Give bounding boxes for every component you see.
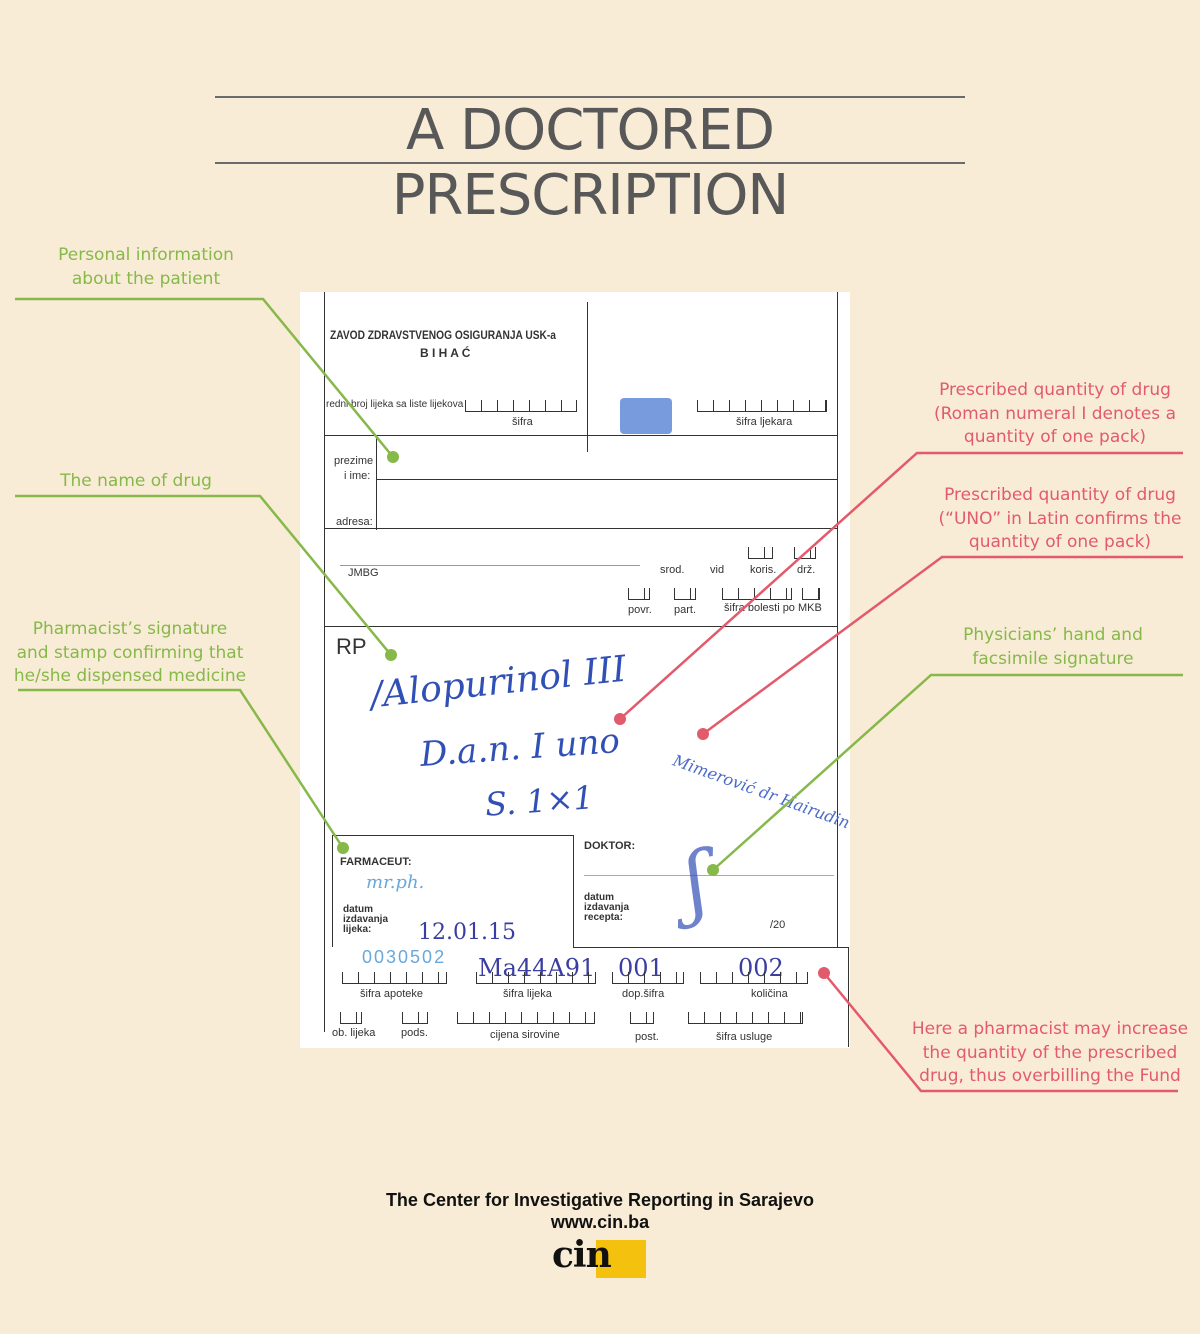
cin-logo: cin [552, 1234, 648, 1278]
callout-line-drug-name [15, 494, 392, 656]
callout-line-overbilling [823, 972, 1178, 1093]
form-label: DOKTOR: [584, 840, 636, 852]
form-label: povr. [628, 604, 652, 616]
form-label: šifra ljekara [736, 416, 793, 428]
callout-dot [337, 842, 349, 854]
form-label: post. [635, 1031, 659, 1043]
form-label: pods. [401, 1027, 428, 1039]
stamp-icon [620, 398, 672, 434]
rp-label: RP [336, 634, 367, 659]
footer-url[interactable]: www.cin.ba [550, 1212, 650, 1232]
form-label: JMBG [348, 567, 379, 579]
callout-line-patient [15, 297, 394, 458]
form-label: adresa: [336, 516, 373, 528]
form-label: cijena sirovine [490, 1029, 560, 1041]
form-label: prezime [334, 455, 374, 467]
annotation-roman-numeral: Prescribed quantity of drug(Roman numera… [934, 380, 1176, 447]
callout-line-pharmacist [18, 688, 345, 849]
annotation-drug-name: The name of drug [60, 471, 212, 491]
form-label: šifra usluge [716, 1031, 773, 1043]
footer-org: The Center for Investigative Reporting i… [385, 1190, 815, 1210]
footer: The Center for Investigative Reporting i… [0, 1189, 1200, 1233]
form-label: i ime: [344, 470, 371, 482]
form-label: šifra [512, 416, 533, 428]
form-label: drž. [797, 564, 816, 576]
form-label: dop.šifra [622, 988, 665, 1000]
form-label: FARMACEUT: [340, 856, 412, 868]
form-city: B I H A Ć [420, 346, 471, 360]
form-label: ob. lijeka [332, 1027, 376, 1039]
pharmacy-code: 0030502 [362, 947, 447, 967]
title-rule-bottom [215, 162, 965, 164]
form-label: količina [751, 988, 788, 1000]
callout-dot [385, 649, 397, 661]
form-label: srod. [660, 564, 685, 576]
form-label: vid [710, 564, 725, 576]
form-label: /20 [770, 919, 786, 931]
title-rule-top [215, 96, 965, 98]
callout-line-uno [702, 555, 1183, 736]
page-title: A DOCTORED PRESCRIPTION [391, 98, 790, 228]
dispense-date: 12.01.15 [418, 920, 516, 945]
callout-dot [707, 864, 719, 876]
form-institution: ZAVOD ZDRAVSTVENOG OSIGURANJA USK-a [330, 328, 556, 342]
form-label: šifra lijeka [503, 988, 552, 1000]
form-label: koris. [750, 564, 777, 576]
callout-dot [818, 967, 830, 979]
callout-dot [387, 451, 399, 463]
form-label: part. [674, 604, 697, 616]
callout-dot [614, 713, 626, 725]
form-label: redni broj lijeka sa liste lijekova [326, 399, 464, 410]
callout-line-roman [619, 451, 1183, 720]
prescription-document: ZAVOD ZDRAVSTVENOG OSIGURANJA USK-a B I … [300, 292, 852, 1048]
annotation-uno: Prescribed quantity of drug(“UNO” in Lat… [938, 485, 1182, 552]
form-label: šifra apoteke [360, 988, 423, 1000]
pharmacist-stamp: mr.ph. [366, 872, 425, 893]
callout-line-physician [712, 673, 1183, 871]
callout-dot [697, 728, 709, 740]
